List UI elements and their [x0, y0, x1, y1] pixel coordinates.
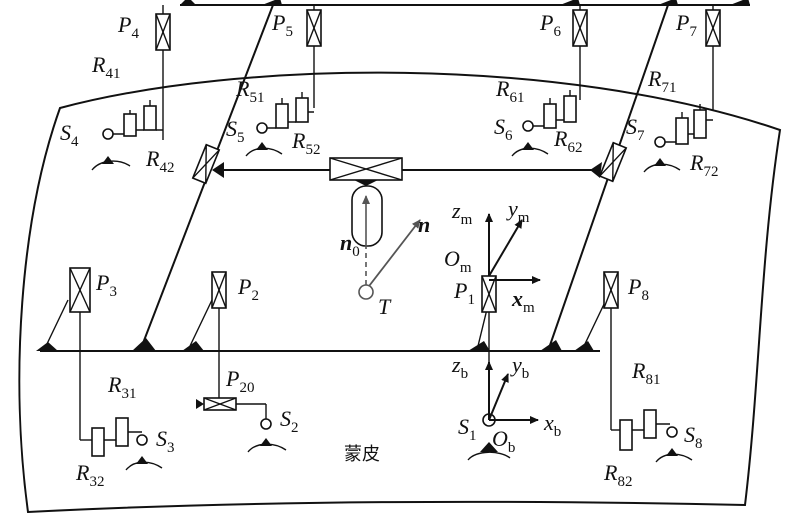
- prismatic-p7: [705, 5, 721, 110]
- prismatic-p62: [598, 141, 628, 183]
- prismatic-p2: [211, 271, 227, 400]
- label-p20: P20: [225, 366, 254, 396]
- label-s3: S3: [156, 426, 175, 456]
- base-frame-axes: [485, 361, 539, 424]
- label-om: Om: [444, 246, 472, 276]
- label-s2: S2: [280, 406, 299, 436]
- sucker-stack-5: [245, 92, 314, 157]
- label-s1: S1: [458, 414, 477, 444]
- end-effector: [329, 157, 421, 300]
- label-r82: R82: [603, 460, 632, 490]
- label-yb: yb: [510, 352, 529, 382]
- sucker-stack-7: [643, 104, 713, 173]
- label-p2: P2: [237, 274, 259, 304]
- label-p3: P3: [95, 270, 117, 300]
- label-p6: P6: [539, 10, 561, 40]
- link-stub-p2: [189, 299, 213, 347]
- link-stub-p3: [45, 299, 69, 347]
- label-r61: R61: [495, 76, 524, 106]
- label-r41: R41: [91, 52, 120, 82]
- sucker-stack-4: [91, 100, 163, 171]
- sucker-stack-8: [611, 409, 693, 463]
- label-s7: S7: [626, 114, 645, 144]
- prismatic-p20: [196, 397, 266, 411]
- label-r71: R71: [647, 66, 676, 96]
- label-s4: S4: [60, 120, 79, 150]
- label-p1: P1: [453, 278, 475, 308]
- label-skin: 蒙皮: [344, 444, 380, 465]
- label-ym: ym: [506, 196, 530, 226]
- label-ob: Ob: [492, 426, 515, 456]
- label-r31: R31: [107, 372, 136, 402]
- label-r81: R81: [631, 358, 660, 388]
- label-p8: P8: [627, 274, 649, 304]
- frame-labels: zm ym Om xm zb yb Ob xb n n0 T: [340, 196, 561, 456]
- joint-labels: P4 P5 P6 P7 P3 P2 P1 P8 P20 R41 R42 R51 …: [60, 10, 718, 490]
- prismatic-p3: [69, 267, 91, 440]
- label-n0: n0: [340, 230, 360, 260]
- label-p5: P5: [271, 10, 293, 40]
- label-xm: xm: [511, 286, 535, 316]
- label-xb: xb: [543, 410, 561, 440]
- prismatic-p5: [306, 5, 322, 108]
- skin-surface-outline: [18, 71, 782, 514]
- prismatic-p42: [191, 143, 221, 185]
- label-s6: S6: [494, 114, 513, 144]
- label-r42: R42: [145, 146, 174, 176]
- moving-frame-axes: [485, 213, 541, 284]
- prismatic-p4: [155, 5, 171, 140]
- label-p4: P4: [117, 12, 139, 42]
- label-s8: S8: [684, 422, 703, 452]
- sucker-stack-3: [80, 417, 163, 471]
- label-n: n: [418, 212, 430, 237]
- prismatic-p8: [603, 271, 619, 430]
- label-s5: S5: [226, 116, 245, 146]
- label-t: T: [378, 294, 392, 319]
- hinge-wedges: [36, 0, 750, 351]
- prismatic-p6: [572, 5, 588, 100]
- label-r52: R52: [291, 128, 320, 158]
- link-stub-p8: [583, 299, 607, 347]
- label-p7: P7: [675, 10, 697, 40]
- label-zm: zm: [451, 198, 473, 228]
- label-r32: R32: [75, 460, 104, 490]
- label-r72: R72: [689, 150, 718, 180]
- label-r62: R62: [553, 126, 582, 156]
- label-zb: zb: [451, 352, 468, 382]
- sucker-stack-6: [511, 90, 577, 157]
- label-r51: R51: [235, 76, 264, 106]
- sucker-2: [247, 404, 287, 453]
